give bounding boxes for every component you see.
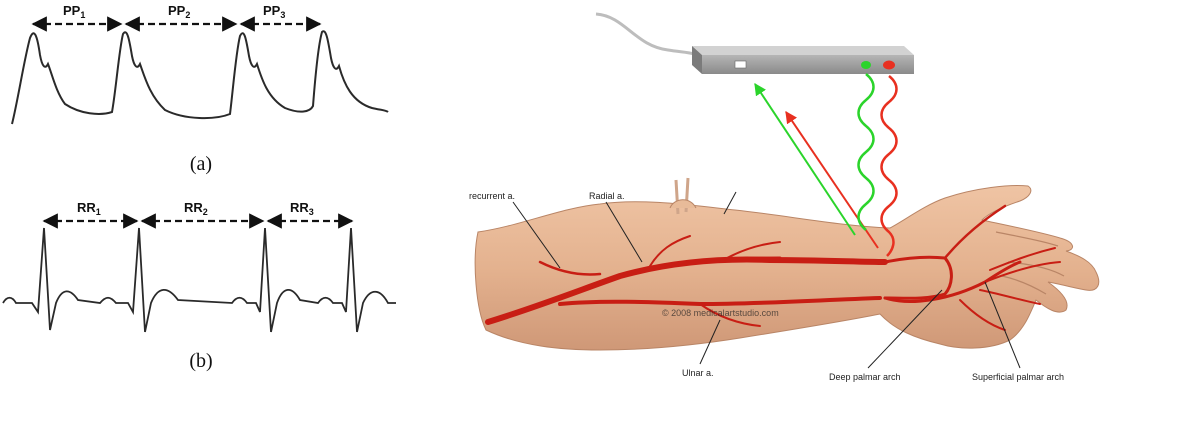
panel-a-ppg: PP1 PP2 PP3 (a) [11, 3, 389, 175]
rr3-label: RR3 [290, 200, 314, 217]
branch-3 [699, 303, 761, 327]
caption-b: (b) [189, 350, 212, 372]
ppg-waveform [11, 30, 389, 125]
digital-artery-4 [959, 299, 1006, 331]
rr2-label: RR2 [184, 200, 208, 217]
digital-artery-3 [989, 247, 1056, 271]
pp1-label: PP1 [63, 3, 85, 20]
label-ulnar-artery: Ulnar a. [682, 368, 714, 378]
recurrent-artery [538, 260, 602, 276]
digital-artery-2 [979, 289, 1041, 305]
rr1-label: RR1 [77, 200, 101, 217]
caption-a: (a) [190, 153, 212, 175]
label-radial-artery: Radial a. [589, 191, 625, 201]
branch-2 [719, 241, 781, 263]
branch-1 [649, 235, 691, 267]
sensor-top-face [692, 46, 914, 55]
label-deep-palmar-arch: Deep palmar arch [829, 372, 901, 382]
thumb-artery [943, 204, 1007, 260]
sensor-front-face [702, 55, 914, 74]
sensor-body [692, 46, 702, 74]
sensor-cable [595, 12, 695, 56]
arteries [485, 204, 1061, 331]
pp2-label: PP2 [168, 3, 190, 20]
leader-top [723, 191, 737, 215]
pp3-label: PP3 [263, 3, 285, 20]
green-light-wave [857, 73, 875, 231]
leader-ulnar [699, 319, 721, 365]
forearm-skin [474, 185, 1100, 351]
label-superficial-palmar-arch: Superficial palmar arch [972, 372, 1064, 382]
digital-artery-1 [984, 261, 1061, 283]
finger-lines [995, 231, 1065, 295]
arm-illustration: © 2008 medicalartstudio.com recurrent a.… [469, 12, 1100, 382]
deep-palmar-arch-vessel [883, 255, 953, 300]
green-reflected-arrow [754, 82, 856, 236]
label-recurrent-artery: recurrent a. [469, 191, 515, 201]
panel-b-ecg: RR1 RR2 RR3 (b) [2, 200, 396, 372]
watermark: © 2008 medicalartstudio.com [662, 308, 779, 318]
green-led [861, 61, 871, 69]
red-led [883, 60, 895, 70]
leader-lines [512, 191, 1021, 369]
photodetector [734, 60, 747, 69]
elbow-cap [669, 199, 697, 209]
leader-deep-arch [867, 289, 943, 369]
leader-superficial-arch [984, 281, 1021, 369]
leader-recurrent [512, 201, 561, 269]
superficial-palmar-arch-vessel [883, 260, 1022, 303]
leader-radial [605, 201, 643, 263]
red-light-wave [880, 75, 898, 257]
ecg-waveform [2, 227, 396, 333]
radial-artery [618, 256, 782, 278]
